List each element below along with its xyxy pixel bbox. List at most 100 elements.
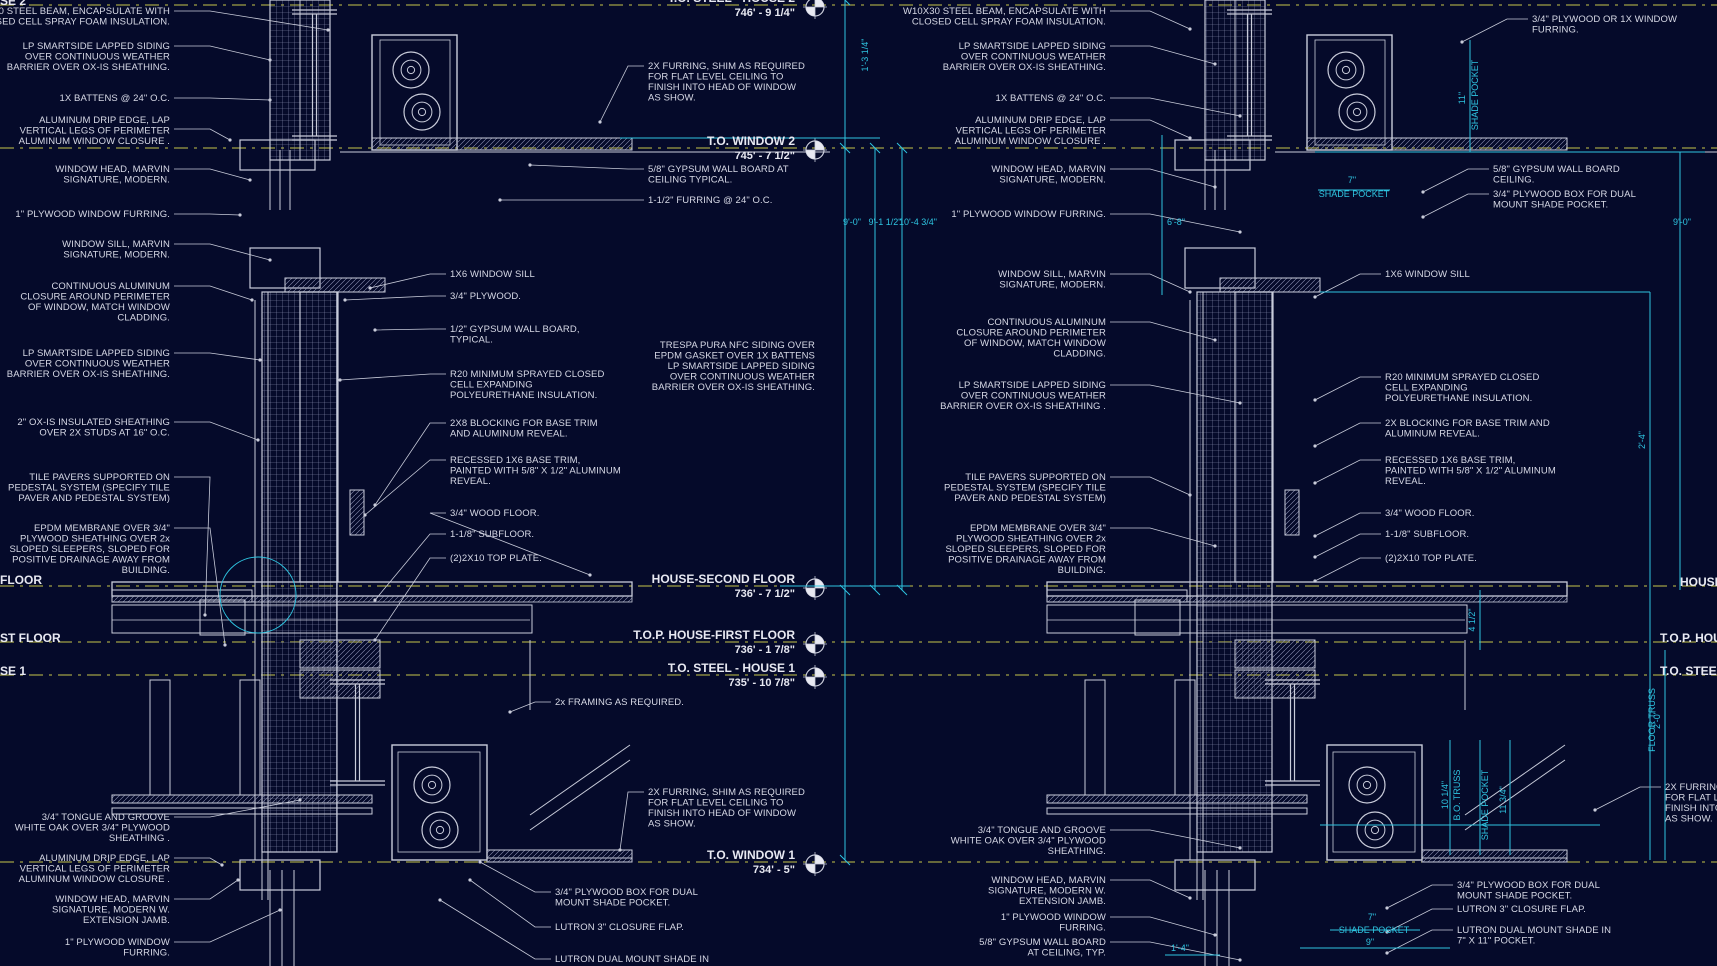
level-elev-2: 736' - 7 1/2" [735, 588, 795, 600]
level-name-1: T.O. WINDOW 2 [707, 134, 795, 148]
note-line: POSITIVE DRAINAGE AWAY FROM [12, 555, 170, 566]
level-name-5: T.O. WINDOW 1 [707, 848, 795, 862]
left-detail-note-12: 2x FRAMING AS REQUIRED. [555, 697, 684, 708]
line [844, 0, 851, 6]
leader-dot [508, 710, 512, 714]
note-line: 3/4" PLYWOOD. [450, 291, 521, 302]
path [1110, 829, 1241, 849]
leader-dot [438, 898, 442, 902]
shade-roll [392, 51, 430, 89]
right-level-0: HOUSE [1680, 575, 1717, 589]
note-line: ALUMINUM REVEAL. [1385, 429, 1480, 440]
dim-shade-pocket-label: SHADE POCKET [1319, 189, 1390, 199]
leader-dot [373, 328, 377, 332]
note-line: OVER CONTINUOUS WEATHER [25, 359, 170, 370]
rect [1046, 807, 1308, 815]
dim-9-0: 9'-0" [1673, 217, 1691, 227]
leader-dot [338, 378, 342, 382]
note-line: LP SMARTSIDE LAPPED SIDING [668, 361, 815, 372]
note-line: BARRIER OVER OX-IS SHEATHING. [943, 62, 1106, 73]
note-line: 1-1/8" SUBFLOOR. [450, 529, 534, 540]
note-line: SIGNATURE, MODERN W. [988, 886, 1106, 897]
shade-roll-inner [421, 774, 443, 796]
leader-dot [498, 198, 502, 202]
edge-label-2: ST FLOOR [0, 631, 61, 645]
note-line: OVER 2X STUDS AT 16" O.C. [39, 428, 170, 439]
path [599, 65, 644, 123]
line [839, 854, 851, 866]
shade-roll-core [1362, 780, 1372, 790]
rect [111, 604, 533, 634]
note-line: RECESSED 1X6 BASE TRIM, [450, 455, 580, 466]
note-line: CLADDING. [117, 313, 170, 324]
note-line: R20 MINIMUM SPRAYED CLOSED [1385, 372, 1539, 383]
note-line: LP SMARTSIDE LAPPED SIDING [959, 380, 1106, 391]
leader-dot [1213, 338, 1217, 342]
note-line: 1/2" GYPSUM WALL BOARD, [450, 324, 580, 335]
leader-dot [220, 863, 224, 867]
right-level-2: T.O. STEEL [1660, 664, 1717, 678]
shade-roll-core [435, 825, 445, 835]
note-line: AS SHOW. [1665, 814, 1713, 825]
path [1110, 213, 1241, 233]
right-detail-note-7: 3/4" WOOD FLOOR. [1385, 508, 1474, 519]
note-line: 2X FURRING, SHIM AS REQUIRED [1665, 782, 1717, 793]
rect [284, 277, 386, 293]
path [469, 879, 551, 928]
rect [1332, 751, 1416, 853]
leader-dot [1188, 136, 1192, 140]
left-detail-note-8: RECESSED 1X6 BASE TRIM,PAINTED WITH 5/8"… [450, 455, 621, 487]
rect [111, 807, 373, 815]
path [374, 557, 446, 641]
path [1461, 18, 1528, 43]
note-line: BARRIER OVER OX-IS SHEATHING. [652, 382, 815, 393]
note-line: FINISH INTO HEAD OF WINDOW [648, 808, 796, 819]
shade-roll-core [1370, 825, 1380, 835]
shade-roll-core [417, 107, 427, 117]
path [1464, 744, 1566, 816]
right-level-1: T.O.P. HOU [1660, 631, 1717, 645]
dim-4-1-2: 4 1/2" [1467, 608, 1477, 631]
rect [1174, 859, 1256, 891]
note-line: REVEAL. [450, 476, 491, 487]
note-line: (2)2X10 TOP PLATE. [1385, 553, 1477, 564]
note-line: WHITE OAK OVER 3/4" PLYWOOD [15, 823, 170, 834]
note-line: TILE PAVERS SUPPORTED ON [965, 472, 1106, 483]
shade-roll-inner [1364, 819, 1386, 841]
leader-dot [1313, 579, 1317, 583]
rect [486, 849, 633, 863]
note-line: LP SMARTSIDE LAPPED SIDING [23, 348, 170, 359]
dim-left-3: 10'-4 3/4" [899, 217, 937, 227]
leader-dot [248, 178, 252, 182]
note-line: 1X6 WINDOW SILL [1385, 269, 1470, 280]
note-line: PAINTED WITH 5/8" X 1/2" ALUMINUM [450, 466, 621, 477]
path [1110, 273, 1191, 293]
dim-left-2: 9'-1 1/2" [869, 217, 902, 227]
left-detail-note-3: 1X6 WINDOW SILL [450, 269, 535, 280]
leader-dot [1313, 534, 1317, 538]
note-line: SIGNATURE, MODERN. [999, 175, 1106, 186]
rect [149, 679, 171, 796]
leader-dot [1213, 62, 1217, 66]
path [529, 164, 644, 170]
leader-dot [528, 163, 532, 167]
leader-dot [1313, 481, 1317, 485]
leader-dot [1421, 215, 1425, 219]
note-line: W10X30 STEEL BEAM, ENCAPSULATE WITH [0, 6, 170, 17]
note-line: 2X BLOCKING FOR BASE TRIM AND [1385, 418, 1550, 429]
rect [1306, 137, 1568, 151]
path [344, 295, 446, 301]
note-line: POLYEURETHANE INSULATION. [450, 390, 597, 401]
edge-label-3: SE 1 [0, 664, 26, 678]
leader-dot [228, 138, 232, 142]
note-line: VERTICAL LEGS OF PERIMETER [20, 864, 170, 875]
